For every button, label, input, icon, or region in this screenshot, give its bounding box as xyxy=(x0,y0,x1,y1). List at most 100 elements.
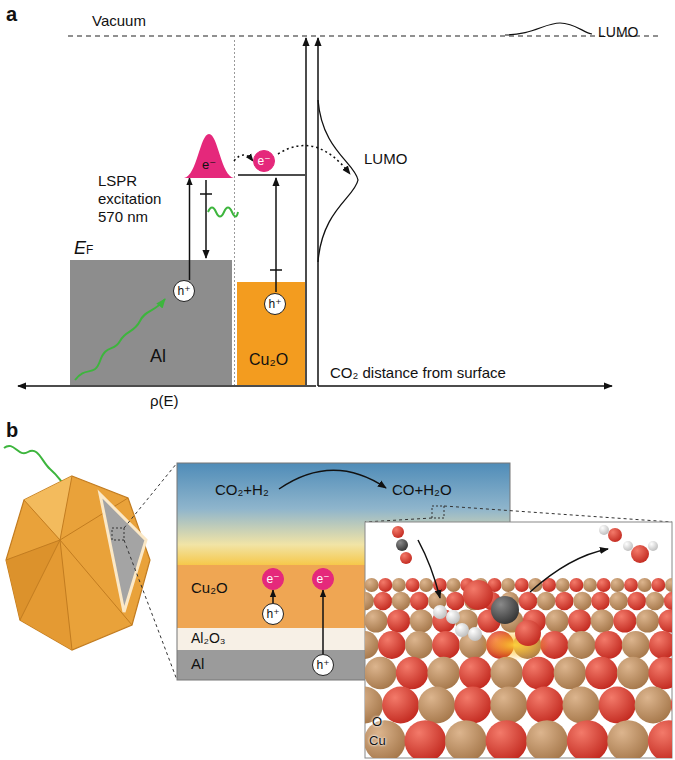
hole-circle: h⁺ xyxy=(264,293,286,315)
copper-atom xyxy=(545,609,568,632)
copper-atom xyxy=(617,657,649,689)
hydrogen-atom xyxy=(446,610,460,624)
oxygen-atom xyxy=(569,578,583,592)
relaxation-arrow xyxy=(205,180,207,258)
conduction-band-edge xyxy=(238,174,305,176)
electron-circle: e⁻ xyxy=(312,568,334,590)
layer-name: Al₂O₃ xyxy=(191,630,225,647)
transfer-arrow xyxy=(189,178,191,280)
lumo-curve xyxy=(318,100,358,262)
arrow-tick xyxy=(200,193,212,195)
oxygen-atom xyxy=(628,592,647,611)
vacuum-level xyxy=(68,35,660,36)
copper-atom xyxy=(636,609,659,632)
band-fills xyxy=(70,260,510,680)
copper-atom xyxy=(522,758,568,759)
oxygen-atom xyxy=(631,545,649,563)
copper-atom xyxy=(365,758,388,759)
copper-atom xyxy=(392,592,411,611)
layer-name: CO+H₂O xyxy=(392,481,452,499)
hydrogen-atom xyxy=(599,525,609,535)
cu2o-surface xyxy=(365,578,672,758)
oxygen-atom xyxy=(405,720,447,758)
oxygen-atom xyxy=(651,578,665,592)
zoom-box xyxy=(112,528,124,540)
lumo-curve xyxy=(505,23,592,35)
copper-atom xyxy=(583,578,597,592)
oxygen-atom xyxy=(410,592,429,611)
copper-atom xyxy=(490,687,527,724)
copper-atom xyxy=(573,592,592,611)
interface-line xyxy=(234,40,235,385)
oxygen-atom xyxy=(486,720,528,758)
layer-name: Al xyxy=(191,655,204,673)
oxygen-atom xyxy=(400,552,412,564)
charge-symbol: e⁻ xyxy=(316,573,329,585)
copper-atom xyxy=(392,578,406,592)
arrow-tick xyxy=(270,269,282,271)
semiconductor-band: Cu₂O h⁺ xyxy=(237,282,305,385)
copper-atom xyxy=(431,758,477,759)
oxide-layer: Al₂O₃ xyxy=(177,628,510,650)
oxygen-atom xyxy=(599,687,636,724)
copper-atom xyxy=(365,631,379,659)
crystal-face xyxy=(20,540,72,650)
oxygen-atom xyxy=(378,631,406,659)
oxygen-atom xyxy=(624,578,638,592)
oxygen-atom xyxy=(374,592,393,611)
charge-symbol: h⁺ xyxy=(266,608,279,620)
copper-atom xyxy=(410,609,433,632)
copper-atom xyxy=(612,758,658,759)
oxygen-atom xyxy=(446,592,465,611)
hydrogen-atom xyxy=(455,623,469,637)
oxygen-atom xyxy=(555,592,574,611)
electron-circle: e⁻ xyxy=(262,568,284,590)
copper-atom xyxy=(635,687,672,724)
layer-name: Cu₂O xyxy=(191,579,228,597)
excitation-label: LSPR excitation 570 nm xyxy=(98,172,176,226)
near-field-wave xyxy=(208,208,238,217)
reaction-arrow xyxy=(279,470,386,489)
oxygen-atom xyxy=(591,592,610,611)
oxygen-atom xyxy=(595,631,623,659)
copper-atom xyxy=(501,578,515,592)
oxygen-atom xyxy=(671,687,672,724)
hole-circle: h⁺ xyxy=(173,280,195,302)
oxygen-atom xyxy=(568,609,591,632)
semiconductor-band-fill xyxy=(237,282,305,385)
axis-label: ρ(E) xyxy=(150,392,179,410)
zoom-line xyxy=(124,540,177,680)
oxygen-atom xyxy=(387,609,410,632)
oxygen-atom xyxy=(522,657,554,689)
transfer-arrow xyxy=(272,590,274,603)
charge-symbol: h⁺ xyxy=(177,285,190,297)
oxygen-atom xyxy=(648,720,672,758)
charge-symbol: e⁻ xyxy=(266,573,279,585)
copper-atom xyxy=(427,657,459,689)
oxygen-atom xyxy=(519,592,538,611)
oxygen-atom xyxy=(515,578,529,592)
copper-atom xyxy=(638,578,652,592)
charge-symbol: e⁻ xyxy=(202,158,216,171)
oxygen-atom xyxy=(459,657,491,689)
oxygen-atom xyxy=(567,720,609,758)
carbon-atom xyxy=(491,596,519,624)
charge-symbol: e⁻ xyxy=(257,155,270,167)
copper-atom xyxy=(591,609,614,632)
oxygen-atom xyxy=(382,687,419,724)
oxygen-atom xyxy=(454,687,491,724)
electron-circle: e⁻ xyxy=(253,150,275,172)
fermi-level-label: EF xyxy=(74,238,93,260)
incident-light xyxy=(75,299,165,380)
oxygen-atom xyxy=(396,657,428,689)
layer-name: Cu₂O xyxy=(249,350,288,369)
copper-atom xyxy=(419,578,433,592)
copper-atom xyxy=(405,631,433,659)
copper-atom xyxy=(554,657,586,689)
copper-atom xyxy=(447,578,461,592)
shell-layer: Cu₂O e⁻ e⁻ h⁺ xyxy=(177,565,510,628)
adsorption-arrow xyxy=(418,540,440,598)
copper-atom xyxy=(365,609,388,632)
distance-axis xyxy=(318,385,612,387)
